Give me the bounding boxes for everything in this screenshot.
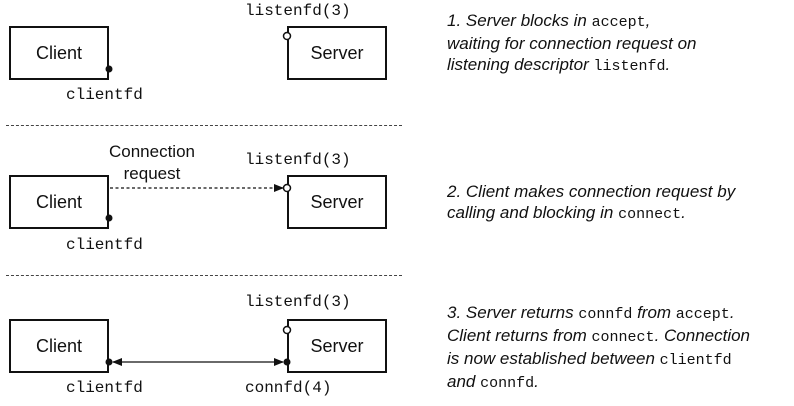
caption-text: 3. Server returns: [447, 303, 579, 322]
listenfd-port-step1: [282, 31, 292, 41]
client-label: Client: [35, 191, 83, 212]
caption-text: waiting for connection request on: [447, 34, 697, 53]
server-box-step1: Server: [287, 26, 387, 80]
code-term: accept: [675, 306, 730, 323]
client-box-step2: Client: [9, 175, 109, 229]
caption-text: and: [447, 372, 481, 391]
client-label: Client: [35, 335, 83, 356]
step1-caption: 1. Server blocks in accept, waiting for c…: [447, 10, 792, 77]
caption-text: ,: [645, 11, 651, 30]
connection-request-line2: request: [123, 164, 181, 183]
code-term: connect: [618, 206, 682, 223]
caption-text: 1. Server blocks in: [447, 11, 592, 30]
caption-text: .: [534, 372, 539, 391]
caption-text: listening descriptor: [447, 55, 594, 74]
caption-text: . Connection: [654, 326, 751, 345]
client-box-step3: Client: [9, 319, 109, 373]
listenfd-port-step3: [282, 325, 292, 335]
code-term: connfd: [480, 375, 535, 392]
server-label: Server: [310, 191, 364, 212]
client-label: Client: [35, 42, 83, 63]
code-term: connfd: [578, 306, 633, 323]
listenfd-label-step2: listenfd(3): [245, 151, 351, 169]
separator-1: [6, 125, 402, 126]
caption-text: Client returns from: [447, 326, 592, 345]
listenfd-label-step1: listenfd(3): [245, 2, 351, 20]
connection-request-line1: Connection: [108, 142, 195, 161]
clientfd-port-step1: [105, 65, 113, 73]
server-box-step3: Server: [287, 319, 387, 373]
code-term: accept: [591, 14, 646, 31]
clientfd-port-step2: [105, 214, 113, 222]
separator-2: [6, 275, 402, 276]
clientfd-label-step2: clientfd: [66, 236, 143, 254]
code-term: listenfd: [593, 58, 666, 75]
connfd-label-step3: connfd(4): [245, 379, 332, 397]
code-term: clientfd: [659, 352, 732, 369]
caption-text: 2. Client makes connection request by: [447, 182, 736, 201]
code-term: connect: [591, 329, 655, 346]
listenfd-port-step2: [282, 183, 292, 193]
server-label: Server: [310, 42, 364, 63]
step2-caption: 2. Client makes connection request by cal…: [447, 181, 792, 225]
server-label: Server: [310, 335, 364, 356]
client-box-step1: Client: [9, 26, 109, 80]
caption-text: .: [665, 55, 671, 74]
caption-text: is now established between: [447, 349, 660, 368]
connection-request-label: Connection request: [95, 141, 209, 185]
step3-caption: 3. Server returns connfd from accept. Cli…: [447, 302, 792, 394]
clientfd-label-step3: clientfd: [66, 379, 143, 397]
connfd-port-step3: [283, 358, 291, 366]
server-box-step2: Server: [287, 175, 387, 229]
clientfd-label-step1: clientfd: [66, 86, 143, 104]
clientfd-port-step3: [105, 358, 113, 366]
caption-text: from: [632, 303, 676, 322]
caption-text: calling and blocking in: [447, 203, 619, 222]
caption-text: .: [729, 303, 735, 322]
caption-text: .: [681, 203, 686, 222]
listenfd-label-step3: listenfd(3): [245, 293, 351, 311]
